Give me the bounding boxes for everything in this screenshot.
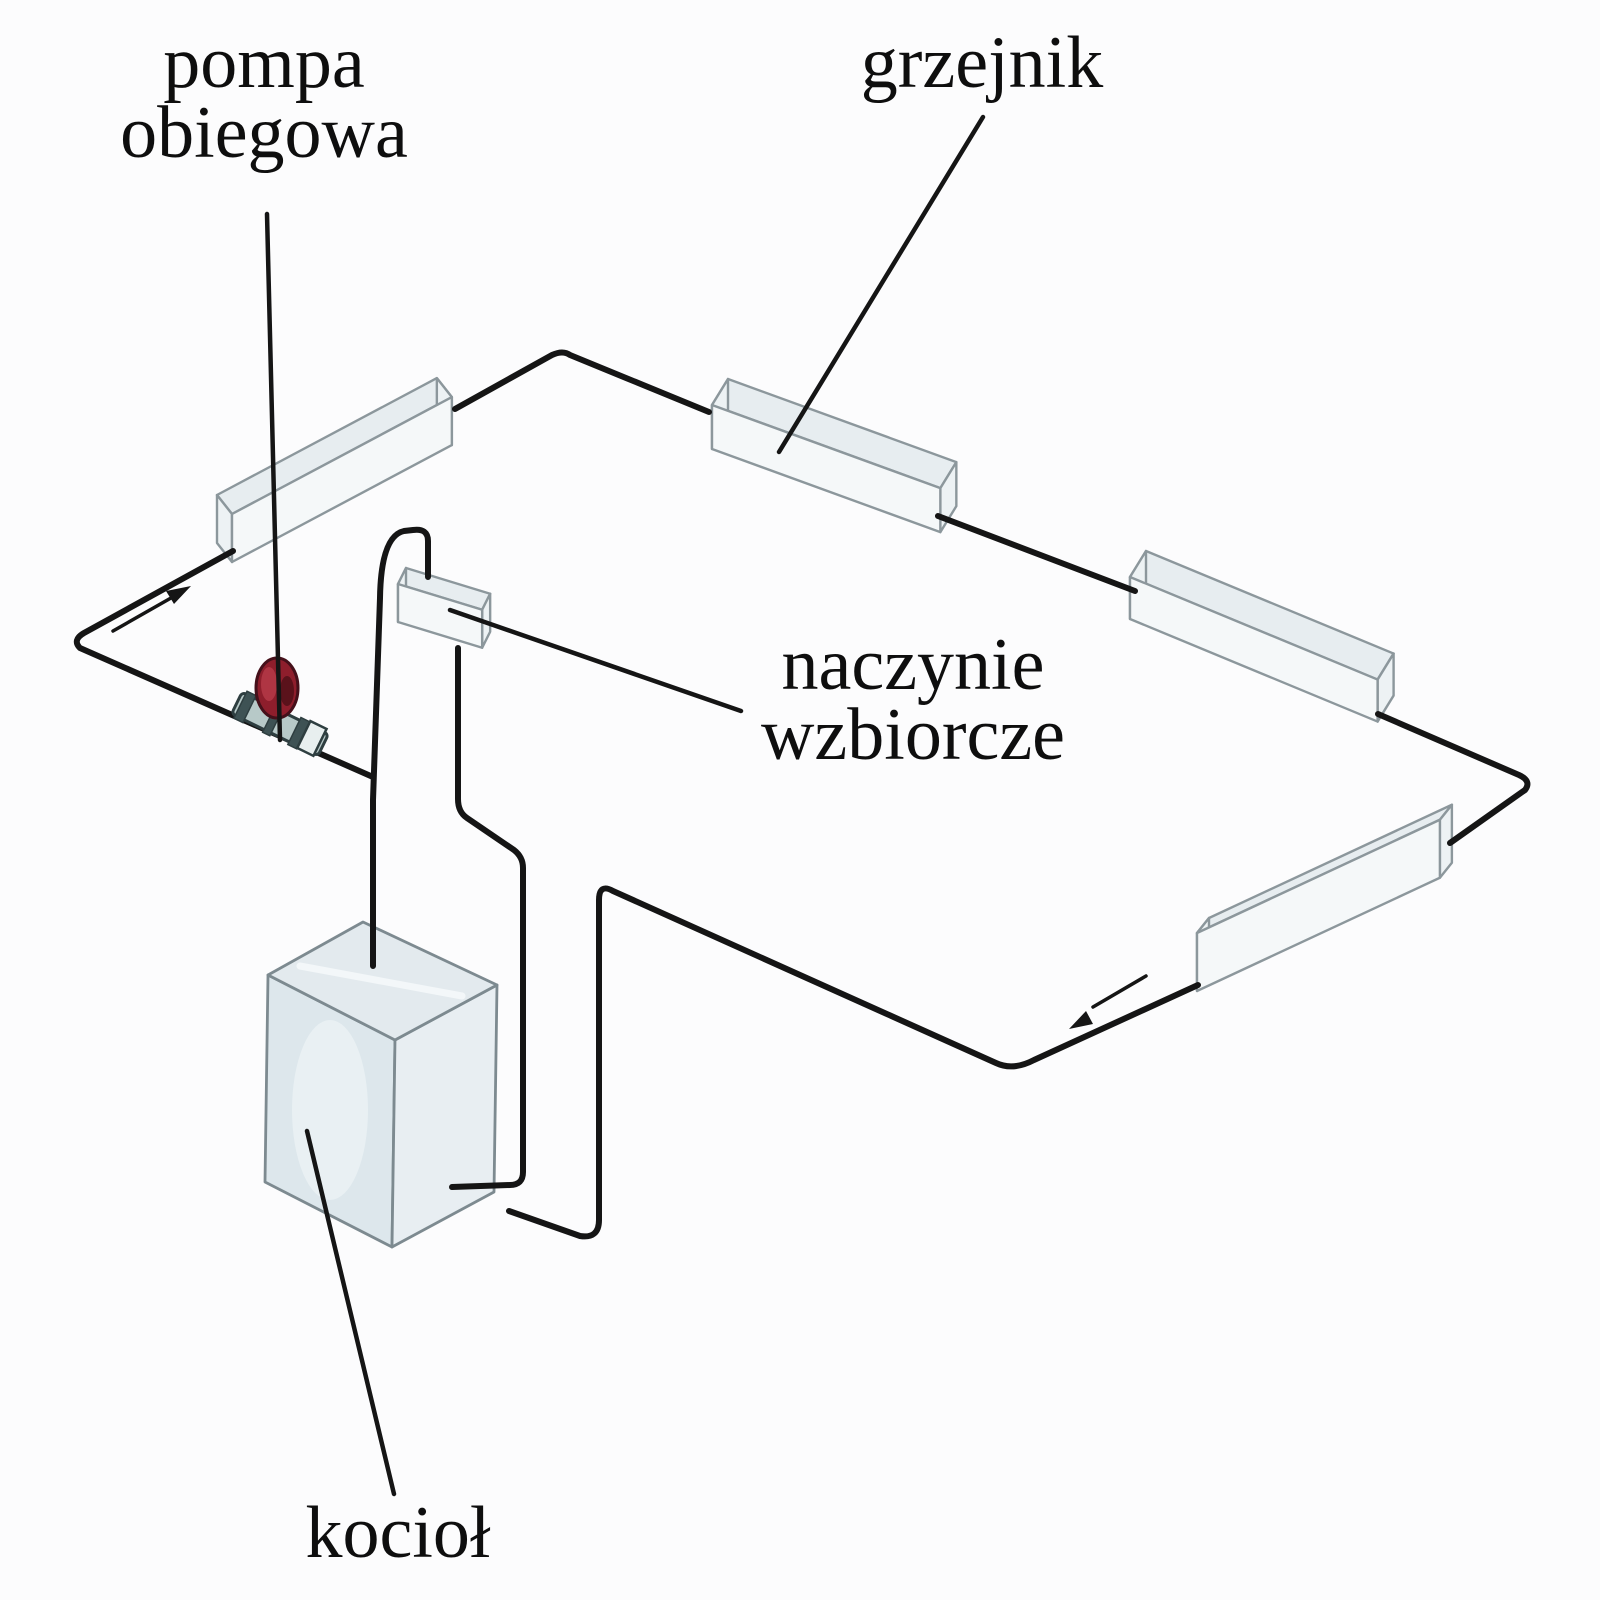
pipe-0 bbox=[73, 548, 376, 780]
radiator-top bbox=[710, 377, 958, 534]
radiator-label: grzejnik bbox=[782, 22, 1182, 104]
pipe-6 bbox=[506, 885, 1201, 1240]
vessel-label-line2: wzbiorcze bbox=[760, 694, 1066, 776]
boiler-label: kocioł bbox=[198, 1492, 598, 1574]
boiler-label-line1: kocioł bbox=[305, 1492, 491, 1574]
radiator-right bbox=[1128, 549, 1395, 723]
radiator-label-pointer bbox=[776, 114, 986, 455]
pipe-5 bbox=[1375, 711, 1531, 846]
pump-label: pompa obiegowa bbox=[64, 22, 464, 174]
pump-motor-shadow bbox=[280, 676, 294, 706]
vessel-label-pointer bbox=[447, 607, 744, 714]
pump-label-line1: pompa bbox=[163, 22, 365, 104]
vessel-label-line1: naczynie bbox=[781, 624, 1045, 706]
expansion-vessel-label: naczynie wzbiorcze bbox=[713, 624, 1113, 776]
flow-arrow-right bbox=[1069, 974, 1148, 1029]
boiler bbox=[263, 920, 499, 1249]
expansion-vessel bbox=[396, 566, 492, 649]
radiator-label-line1: grzejnik bbox=[860, 22, 1104, 104]
pipe-1 bbox=[370, 526, 431, 969]
boiler-top-highlight bbox=[296, 962, 466, 1000]
pipe-2 bbox=[449, 645, 526, 1190]
boiler-label-pointer bbox=[304, 1128, 397, 1497]
pipe-3 bbox=[452, 349, 712, 415]
pipe-4 bbox=[935, 513, 1138, 594]
radiator-left bbox=[215, 376, 454, 564]
flow-arrow-left bbox=[111, 586, 191, 633]
radiator-bottom-right bbox=[1195, 803, 1454, 993]
pump-motor-highlight bbox=[261, 667, 277, 701]
pump-label-line2: obiegowa bbox=[120, 92, 408, 174]
pump-label-pointer bbox=[264, 211, 283, 743]
boiler-side-highlight bbox=[292, 1020, 368, 1200]
